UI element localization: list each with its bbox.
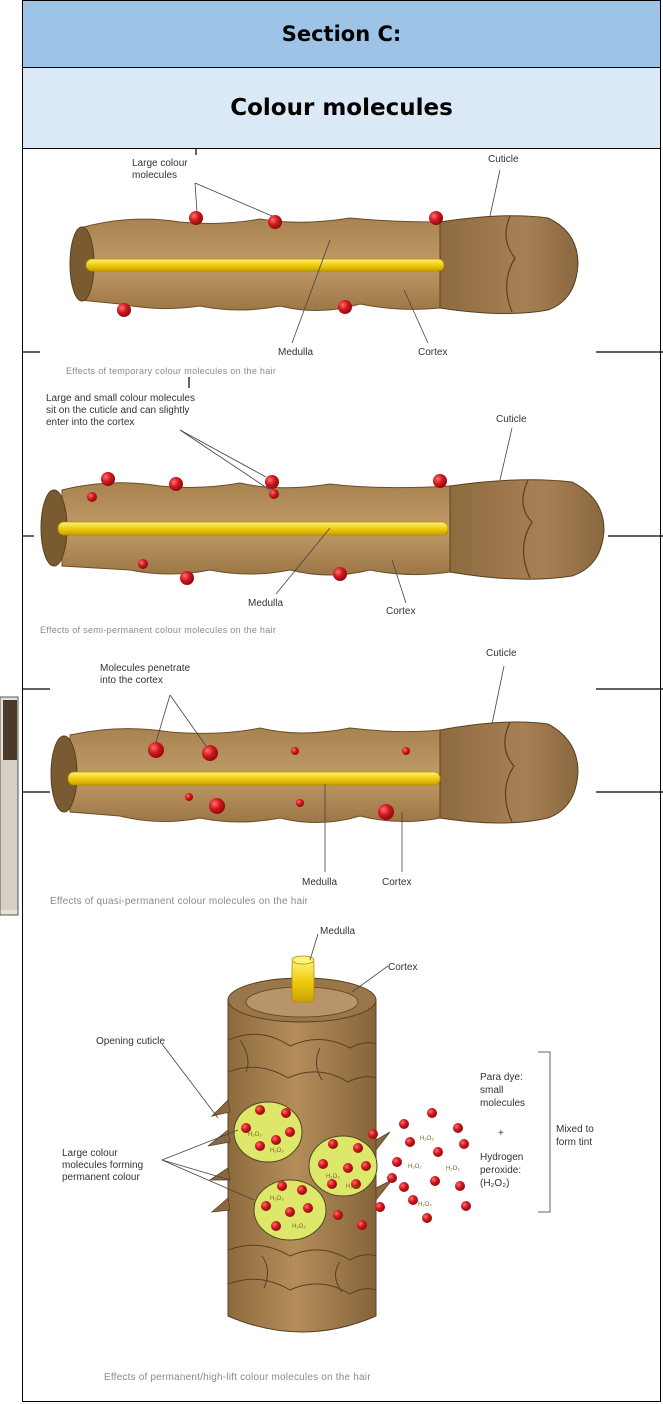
cuticle: [440, 722, 578, 823]
label-large-molecules-2: molecules forming: [62, 1160, 143, 1171]
label-para-dye-3: molecules: [480, 1098, 525, 1109]
label-cuticle: Cuticle: [496, 414, 527, 425]
caption-permanent: Effects of permanent/high-lift colour mo…: [104, 1372, 371, 1383]
label-cortex: Cortex: [388, 962, 417, 973]
label-medulla: Medulla: [302, 877, 337, 888]
medulla: [58, 522, 448, 535]
medulla: [292, 960, 314, 1002]
label-hydrogen-2: peroxide:: [480, 1165, 521, 1176]
bracket: [538, 1052, 550, 1212]
label-large-molecules-1: Large colour: [132, 158, 188, 169]
label-plus: +: [498, 1128, 504, 1139]
medulla: [86, 259, 444, 271]
diagram-permanent: H₂O₂ H₂O₂ H₂O₂ H₂O₂ H₂O₂ H₂O₂ H₂O₂ H₂O₂ …: [62, 926, 594, 1383]
label-molecules-1: Molecules penetrate: [100, 663, 190, 674]
label-large-molecules-2: molecules: [132, 170, 177, 181]
svg-text:H₂O₂: H₂O₂: [346, 1184, 360, 1190]
label-large-molecules-3: permanent colour: [62, 1172, 140, 1183]
svg-text:H₂O₂: H₂O₂: [270, 1196, 284, 1202]
cuticle: [440, 216, 578, 314]
caption-semi-permanent: Effects of semi-permanent colour molecul…: [40, 625, 276, 635]
label-cortex: Cortex: [418, 347, 447, 358]
label-opening-cuticle: Opening cuticle: [96, 1036, 165, 1047]
svg-text:H₂O₂: H₂O₂: [248, 1132, 262, 1138]
label-molecules-2: into the cortex: [100, 675, 163, 686]
svg-text:H₂O₂: H₂O₂: [420, 1136, 434, 1142]
label-medulla: Medulla: [248, 598, 283, 609]
label-cortex: Cortex: [386, 606, 415, 617]
label-cuticle: Cuticle: [488, 154, 519, 165]
caption-quasi-permanent: Effects of quasi-permanent colour molecu…: [50, 896, 309, 907]
svg-text:H₂O₂: H₂O₂: [326, 1174, 340, 1180]
label-para-dye-1: Para dye:: [480, 1072, 523, 1083]
caption-temporary: Effects of temporary colour molecules on…: [66, 366, 276, 376]
label-mixed-2: form tint: [556, 1137, 592, 1148]
svg-text:H₂O₂: H₂O₂: [446, 1166, 460, 1172]
svg-text:H₂O₂: H₂O₂: [418, 1202, 432, 1208]
label-mixed-1: Mixed to: [556, 1124, 594, 1135]
diagram-semi-permanent: Large and small colour molecules sit on …: [40, 393, 604, 635]
label-hydrogen-3: (H₂O₂): [480, 1178, 509, 1189]
label-molecules-2: sit on the cuticle and can slightly: [46, 405, 189, 416]
svg-text:H₂O₂: H₂O₂: [292, 1224, 306, 1230]
label-large-molecules-1: Large colour: [62, 1148, 118, 1159]
cuticle: [450, 480, 604, 579]
label-hydrogen-1: Hydrogen: [480, 1152, 523, 1163]
label-medulla: Medulla: [278, 347, 313, 358]
medulla: [68, 772, 440, 785]
label-molecules-1: Large and small colour molecules: [46, 393, 195, 404]
label-cortex: Cortex: [382, 877, 411, 888]
diagram-quasi-permanent: Molecules penetrate into the cortex Cuti…: [50, 648, 578, 907]
label-medulla: Medulla: [320, 926, 355, 937]
svg-text:H₂O₂: H₂O₂: [270, 1148, 284, 1154]
label-para-dye-2: small: [480, 1085, 503, 1096]
svg-text:H₂O₂: H₂O₂: [408, 1164, 422, 1170]
diagram-temporary: Large colour molecules Cuticle Medulla C…: [66, 154, 578, 376]
label-molecules-3: enter into the cortex: [46, 417, 134, 428]
label-cuticle: Cuticle: [486, 648, 517, 659]
cropped-photo: [0, 697, 18, 915]
